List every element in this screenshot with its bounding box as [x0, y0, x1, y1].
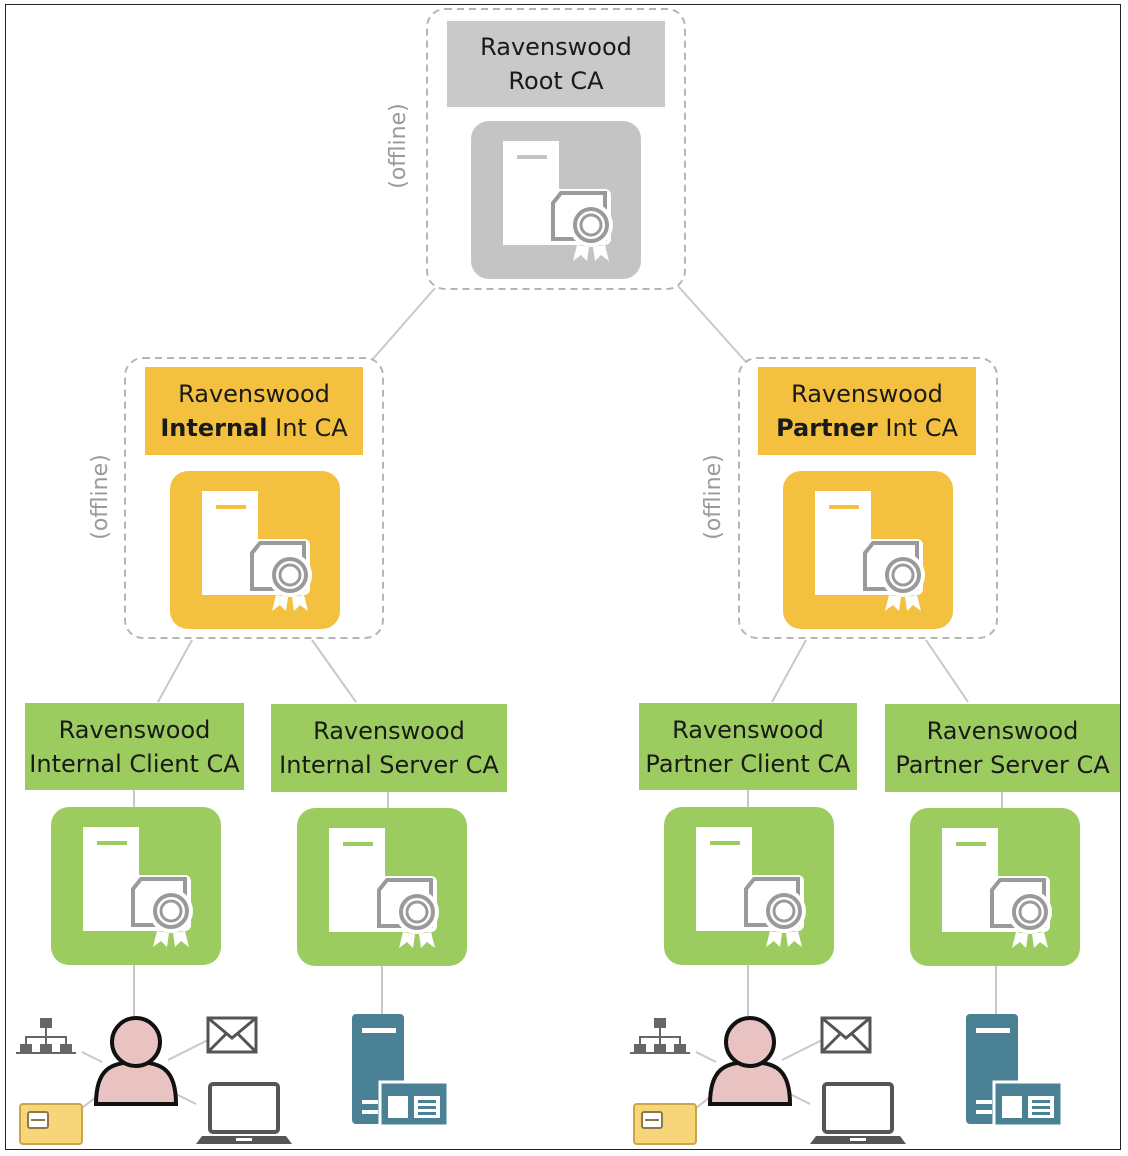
certificate-server-icon	[329, 828, 439, 948]
certificate-server-icon	[942, 828, 1052, 948]
internal-client-ca-icon	[51, 807, 221, 965]
partner-offline-label: (offline)	[701, 454, 726, 540]
root-offline-boundary	[426, 8, 686, 290]
server-icon	[350, 1012, 450, 1128]
internal-server-ca-icon	[297, 808, 467, 966]
internal-client-ca-label: Ravenswood Internal Client CA	[25, 703, 244, 790]
internal-server-ca-label-line2: Internal Server CA	[279, 751, 499, 779]
partner-offline-boundary	[738, 357, 998, 639]
certificate-server-icon	[83, 827, 193, 947]
internal-server-ca-label: Ravenswood Internal Server CA	[271, 704, 507, 792]
certificate-server-icon	[696, 827, 806, 947]
root-offline-label: (offline)	[386, 103, 411, 189]
connector-root-partner	[677, 285, 747, 363]
partner-int-ca-bold: Partner	[776, 414, 878, 442]
partner-client-ca-label: Ravenswood Partner Client CA	[639, 703, 857, 790]
internal-int-ca-label-line2: Internal Int CA	[160, 411, 347, 445]
certificate-server-icon	[815, 491, 925, 611]
smart-card-icon	[19, 1103, 83, 1145]
laptop-icon	[194, 1082, 294, 1146]
partner-server-ca-icon	[910, 808, 1080, 966]
root-ca-icon	[471, 121, 641, 279]
diagram-frame	[5, 4, 1121, 1150]
user-icon	[94, 1016, 178, 1106]
connector-partner-server	[925, 639, 969, 703]
certificate-server-icon	[503, 141, 613, 261]
partner-int-ca-icon	[783, 471, 953, 629]
internal-int-ca-label-line1: Ravenswood	[178, 380, 330, 408]
partner-int-ca-rest: Int CA	[877, 414, 958, 442]
network-hierarchy-icon	[630, 1018, 690, 1054]
partner-int-ca-label-line2: Partner Int CA	[776, 411, 958, 445]
internal-int-ca-icon	[170, 471, 340, 629]
connector-internal-server	[311, 639, 357, 703]
connector-partner-client	[771, 639, 807, 703]
partner-server-ca-label: Ravenswood Partner Server CA	[885, 704, 1120, 792]
internal-server-ca-label-line1: Ravenswood	[313, 717, 465, 745]
internal-client-ca-label-line1: Ravenswood	[58, 715, 211, 744]
server-icon	[964, 1012, 1064, 1128]
user-icon	[708, 1016, 792, 1106]
partner-int-ca-label: Ravenswood Partner Int CA	[758, 367, 976, 455]
partner-client-ca-label-line2: Partner Client CA	[645, 749, 851, 778]
internal-client-ca-label-line2: Internal Client CA	[29, 749, 240, 778]
partner-server-ca-label-line1: Ravenswood	[926, 717, 1079, 745]
partner-server-ca-label-line2: Partner Server CA	[895, 751, 1110, 779]
internal-int-ca-bold: Internal	[160, 414, 268, 442]
root-ca-label-line1: Ravenswood	[480, 33, 632, 61]
internal-int-ca-label: Ravenswood Internal Int CA	[145, 367, 363, 455]
certificate-server-icon	[202, 491, 312, 611]
partner-int-ca-label-line1: Ravenswood	[791, 380, 943, 408]
partner-client-ca-label-line1: Ravenswood	[672, 715, 824, 744]
network-hierarchy-icon	[16, 1018, 76, 1054]
email-envelope-icon	[820, 1016, 872, 1054]
internal-offline-label: (offline)	[88, 454, 113, 540]
internal-offline-boundary	[124, 357, 384, 639]
email-envelope-icon	[206, 1016, 258, 1054]
connector-root-internal	[371, 287, 436, 361]
smart-card-icon	[633, 1103, 697, 1145]
root-ca-label: Ravenswood Root CA	[447, 21, 665, 107]
connector-internal-client	[157, 639, 193, 703]
partner-client-ca-icon	[664, 807, 834, 965]
root-ca-label-line2: Root CA	[508, 67, 604, 95]
laptop-icon	[808, 1082, 908, 1146]
internal-int-ca-rest: Int CA	[267, 414, 348, 442]
